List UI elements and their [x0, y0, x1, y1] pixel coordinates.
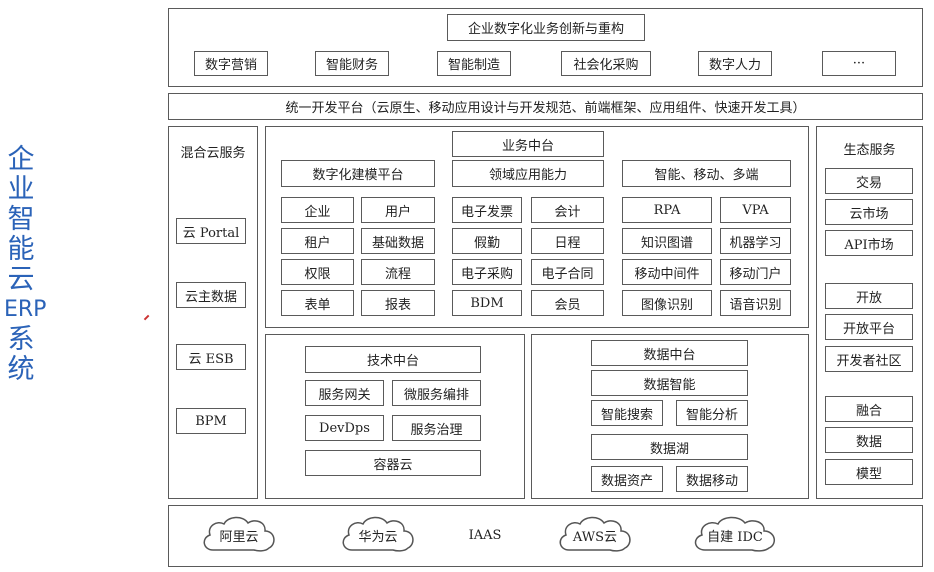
- cloud-label: AWS云: [572, 529, 618, 545]
- data-lake-item: 数据移动: [676, 466, 748, 492]
- modeling-item: 用户: [361, 197, 435, 223]
- modeling-platform-title: 数字化建模平台: [281, 160, 435, 187]
- domain-item: 日程: [531, 228, 604, 254]
- domain-capability-title: 领域应用能力: [452, 160, 604, 187]
- innovation-item: 数字营销: [194, 51, 268, 76]
- data-intel-item: 智能分析: [676, 400, 748, 426]
- smart-item: 图像识别: [622, 290, 712, 316]
- domain-item: 电子合同: [531, 259, 604, 285]
- cloud-huawei: 华为云: [338, 512, 418, 558]
- eco-item: 数据: [825, 427, 913, 453]
- cloud-shape-icon: [342, 516, 414, 552]
- eco-item: API市场: [825, 230, 913, 256]
- eco-item: 融合: [825, 396, 913, 422]
- data-intel-item: 智能搜索: [591, 400, 663, 426]
- system-title-char: ERP: [4, 297, 47, 322]
- cloud-label: 阿里云: [219, 529, 259, 545]
- container-cloud: 容器云: [305, 450, 481, 476]
- tech-platform-frame: [265, 334, 525, 499]
- hybrid-cloud-item: 云 Portal: [176, 218, 246, 244]
- domain-item: 电子发票: [452, 197, 522, 223]
- eco-item: 模型: [825, 459, 913, 485]
- system-title-char: 业: [7, 174, 35, 205]
- cloud-label: 华为云: [358, 529, 398, 545]
- data-lake-item: 数据资产: [591, 466, 663, 492]
- innovation-item: 智能制造: [437, 51, 511, 76]
- domain-item: 会员: [531, 290, 604, 316]
- cloud-shape-icon: [559, 516, 631, 552]
- cloud-aliyun: 阿里云: [199, 512, 279, 558]
- cloud-idc: 自建 IDC: [690, 512, 780, 558]
- tech-item: 服务治理: [392, 415, 481, 441]
- cloud-label: 自建 IDC: [707, 529, 763, 545]
- innovation-item: ···: [822, 51, 896, 76]
- innovation-item: 智能财务: [315, 51, 389, 76]
- smart-item: RPA: [622, 197, 712, 223]
- eco-item: 开放平台: [825, 314, 913, 340]
- data-platform-title: 数据中台: [591, 340, 748, 366]
- hybrid-cloud-frame: [168, 126, 258, 499]
- business-platform-title: 业务中台: [452, 131, 604, 157]
- system-title: 企 业 智 能 云 ERP 系 统: [4, 144, 47, 385]
- tech-item: DevDps: [305, 415, 384, 441]
- dev-platform-bar: 统一开发平台（云原生、移动应用设计与开发规范、前端框架、应用组件、快速开发工具）: [168, 93, 923, 120]
- tech-item: 服务网关: [305, 380, 384, 406]
- hybrid-cloud-item: BPM: [176, 408, 246, 434]
- business-platform-frame: [265, 126, 809, 328]
- cursor-mark: [143, 314, 153, 324]
- data-platform-frame: [531, 334, 809, 499]
- smart-item: 知识图谱: [622, 228, 712, 254]
- cloud-shape-icon: [694, 516, 776, 552]
- system-title-char: 系: [7, 324, 35, 355]
- innovation-item: 数字人力: [698, 51, 772, 76]
- smart-item: 移动门户: [720, 259, 791, 285]
- cloud-aws: AWS云: [555, 512, 635, 558]
- domain-item: 会计: [531, 197, 604, 223]
- domain-item: 假勤: [452, 228, 522, 254]
- modeling-item: 权限: [281, 259, 354, 285]
- modeling-item: 流程: [361, 259, 435, 285]
- smart-item: 机器学习: [720, 228, 791, 254]
- smart-item: 移动中间件: [622, 259, 712, 285]
- system-title-char: 云: [7, 264, 35, 295]
- tech-item: 微服务编排: [392, 380, 481, 406]
- eco-item: 开放: [825, 283, 913, 309]
- data-intelligence: 数据智能: [591, 370, 748, 396]
- smart-item: 语音识别: [720, 290, 791, 316]
- tech-platform-title: 技术中台: [305, 346, 481, 373]
- system-title-char: 企: [7, 144, 35, 175]
- hybrid-cloud-item: 云主数据: [176, 282, 246, 308]
- smart-mobile-title: 智能、移动、多端: [622, 160, 791, 187]
- domain-item: BDM: [452, 290, 522, 316]
- modeling-item: 基础数据: [361, 228, 435, 254]
- smart-item: VPA: [720, 197, 791, 223]
- ecosystem-frame: [816, 126, 923, 499]
- cloud-shape-icon: [203, 516, 275, 552]
- innovation-frame: [168, 8, 923, 87]
- system-title-char: 智: [7, 204, 35, 235]
- system-title-char: 统: [7, 354, 35, 385]
- modeling-item: 企业: [281, 197, 354, 223]
- hybrid-cloud-title: 混合云服务: [180, 145, 246, 161]
- eco-item: 交易: [825, 168, 913, 194]
- data-lake: 数据湖: [591, 434, 748, 460]
- modeling-item: 表单: [281, 290, 354, 316]
- eco-item: 云市场: [825, 199, 913, 225]
- domain-item: 电子采购: [452, 259, 522, 285]
- innovation-title: 企业数字化业务创新与重构: [447, 14, 645, 41]
- innovation-item: 社会化采购: [561, 51, 651, 76]
- ecosystem-title: 生态服务: [843, 142, 896, 158]
- modeling-item: 租户: [281, 228, 354, 254]
- iaas-frame: [168, 505, 923, 567]
- iaas-label: IAAS: [468, 527, 502, 543]
- system-title-char: 能: [7, 234, 35, 265]
- eco-item: 开发者社区: [825, 346, 913, 372]
- modeling-item: 报表: [361, 290, 435, 316]
- hybrid-cloud-item: 云 ESB: [176, 344, 246, 370]
